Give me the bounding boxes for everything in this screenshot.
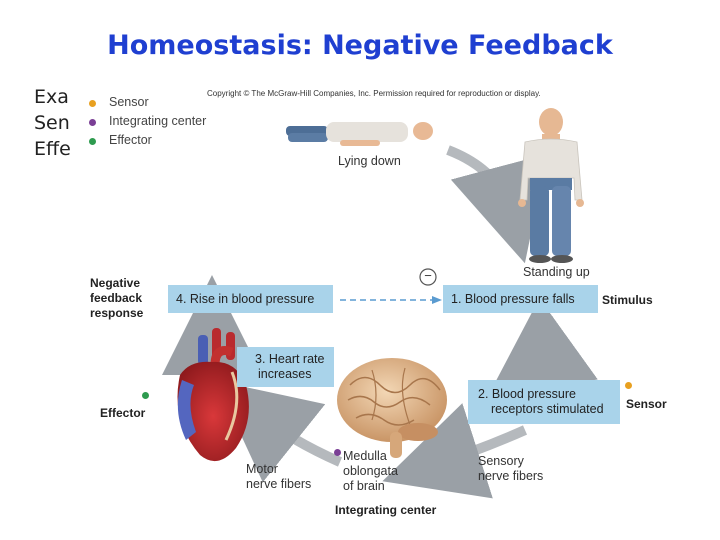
legend-label-sensor: Sensor bbox=[109, 95, 149, 109]
body-line-1: Exa bbox=[34, 86, 69, 108]
label-sensor: Sensor bbox=[626, 397, 667, 411]
label-lying-down: Lying down bbox=[338, 154, 401, 168]
label-integrating-center: Integrating center bbox=[335, 503, 437, 517]
arrow-step1-to-step2 bbox=[487, 298, 598, 398]
box-step1-blood-pressure-falls: 1. Blood pressure falls bbox=[443, 285, 598, 313]
label-effector: Effector bbox=[100, 406, 146, 420]
label-sensory-nerve-fibers: Sensory nerve fibers bbox=[478, 454, 544, 483]
slide-title: Homeostasis: Negative Feedback bbox=[107, 30, 613, 61]
body-line-3: Effe bbox=[34, 138, 71, 160]
lying-person-illustration bbox=[286, 122, 433, 146]
legend-dot-effector bbox=[89, 138, 96, 145]
legend-dot-integrating-center bbox=[89, 119, 96, 126]
minus-sign: − bbox=[424, 268, 432, 283]
copyright-notice: Copyright © The McGraw-Hill Companies, I… bbox=[207, 89, 541, 98]
integrating-center-dot bbox=[334, 449, 341, 456]
box-step2-receptors-stimulated: 2. Blood pressure receptors stimulated bbox=[468, 380, 620, 424]
body-line-2: Sen bbox=[34, 112, 70, 134]
box-step4-rise-in-blood-pressure: 4. Rise in blood pressure bbox=[168, 285, 333, 313]
effector-dot bbox=[142, 392, 149, 399]
arrow-brain-to-heart bbox=[215, 380, 343, 483]
brain-illustration bbox=[337, 358, 447, 458]
arrow-lying-to-standing bbox=[446, 145, 548, 264]
label-motor-nerve-fibers: Motor nerve fibers bbox=[246, 462, 312, 491]
minus-circle bbox=[419, 268, 437, 286]
legend-label-effector: Effector bbox=[109, 133, 152, 147]
arrow-sensory-to-brain bbox=[382, 403, 528, 499]
label-stimulus: Stimulus bbox=[602, 293, 653, 307]
box-step3-heart-rate-increases: 3. Heart rate increases bbox=[237, 347, 334, 387]
sensor-dot bbox=[625, 382, 632, 389]
label-negative-feedback-response: Negative feedback response bbox=[90, 276, 144, 320]
legend-dot-sensor bbox=[89, 100, 96, 107]
label-medulla-oblongata: Medulla oblongata of brain bbox=[343, 449, 398, 493]
standing-person-illustration bbox=[518, 108, 584, 263]
legend-label-integrating-center: Integrating center bbox=[109, 114, 207, 128]
heart-illustration bbox=[177, 328, 249, 462]
label-standing-up: Standing up bbox=[523, 265, 590, 279]
